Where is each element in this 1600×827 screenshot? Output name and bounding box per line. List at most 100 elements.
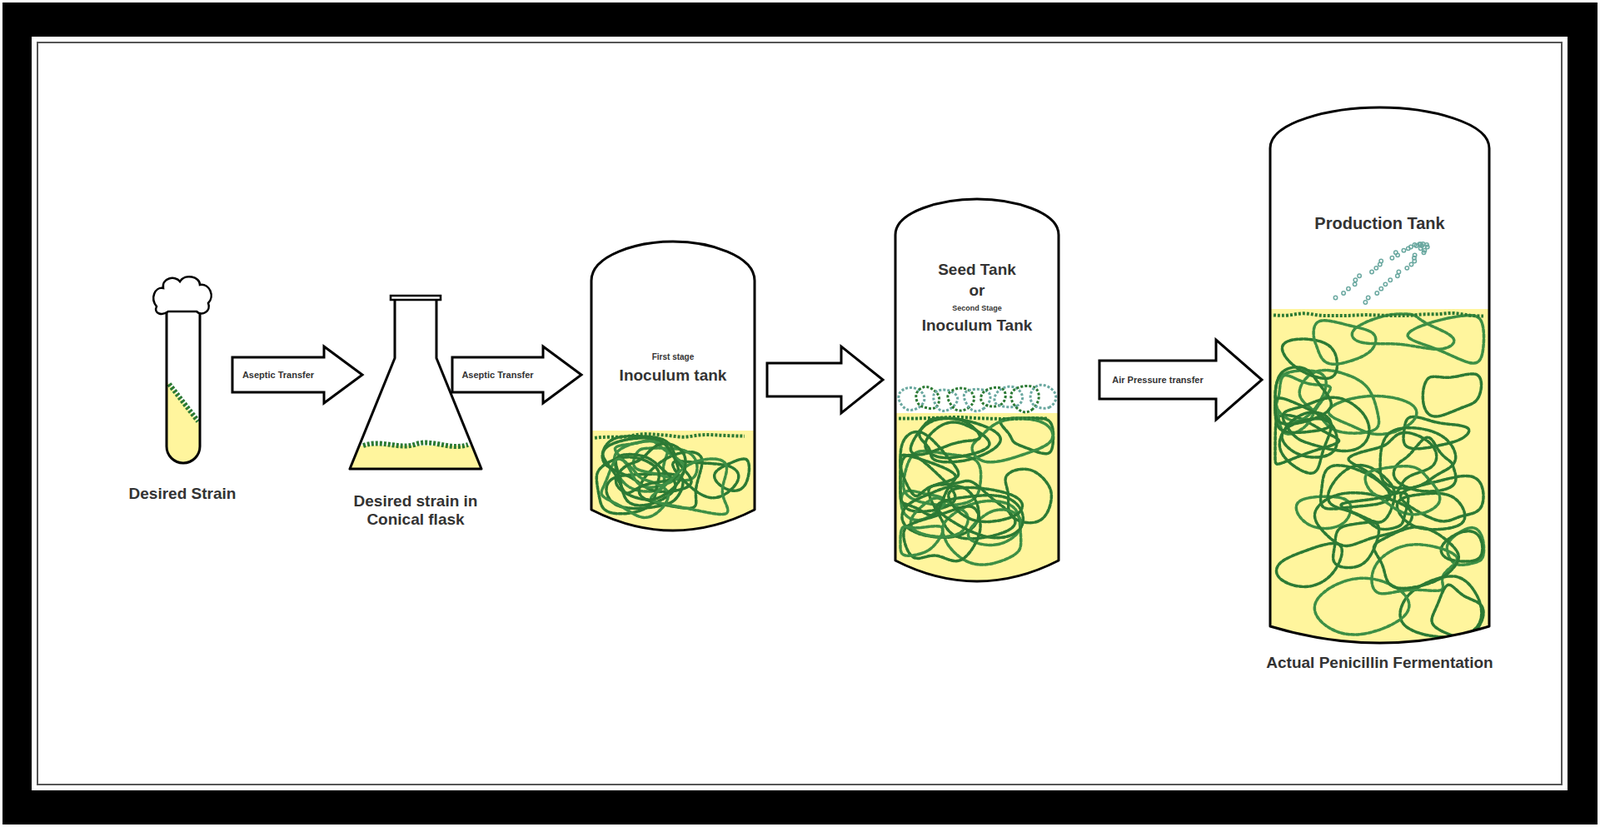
- strain-tube: Desired Strain: [149, 273, 215, 467]
- air-bubble: [1422, 248, 1426, 252]
- mycelium: [910, 418, 980, 455]
- foam: [963, 388, 991, 411]
- air-bubble: [1374, 266, 1378, 270]
- culture-broth: [895, 413, 1059, 603]
- surface-growth: [898, 417, 1049, 419]
- air-bubble: [1333, 295, 1337, 300]
- air-bubble: [1341, 291, 1346, 295]
- culture-broth: [591, 430, 755, 552]
- block-arrow: [1099, 339, 1262, 420]
- fungal-growth: [169, 383, 199, 422]
- mycelium: [1281, 418, 1337, 458]
- mycelium: [925, 422, 990, 459]
- air-bubble: [1353, 278, 1357, 282]
- mycelium: [1276, 543, 1342, 587]
- culture-broth: [1270, 309, 1490, 660]
- caption-label: Desired Strain: [129, 484, 237, 504]
- mycelium: [1380, 428, 1456, 489]
- mycelium: [948, 487, 1023, 522]
- air-bubble: [1383, 282, 1387, 286]
- air-bubble: [1352, 282, 1356, 286]
- air-bubble: [1425, 243, 1429, 247]
- tank-label: Inoculum Tank: [922, 316, 1033, 335]
- mycelium: [1365, 466, 1441, 515]
- mycelium: [714, 458, 750, 491]
- culture-medium: [349, 445, 482, 469]
- foam: [1030, 384, 1057, 409]
- mycelium: [1440, 531, 1483, 562]
- production-tank: Production TankActual Penicillin Ferment…: [1270, 107, 1490, 643]
- air-bubble: [1406, 246, 1411, 250]
- tank-label: Seed Tank: [937, 260, 1017, 280]
- air-bubble: [1414, 244, 1418, 248]
- air-bubble: [1390, 256, 1394, 260]
- air-bubble: [1409, 262, 1413, 266]
- air-bubble: [1365, 295, 1370, 300]
- foam: [994, 386, 1023, 408]
- foam: [947, 388, 975, 411]
- air-bubble: [1395, 274, 1400, 278]
- tank-label: Production Tank: [1314, 214, 1445, 234]
- air-bubble: [1388, 278, 1392, 282]
- node-outline: [1270, 107, 1490, 643]
- mycelium: [971, 418, 1053, 463]
- tank-label: First stage: [652, 352, 695, 363]
- air-bubble: [1418, 242, 1422, 246]
- frame-ground: [31, 36, 1568, 791]
- node-outline: [895, 199, 1059, 582]
- surface-growth: [1273, 313, 1484, 317]
- air-bubble: [1401, 248, 1406, 252]
- conical-flask: Desired strain in Conical flask: [349, 295, 482, 471]
- foam: [1011, 385, 1040, 413]
- node-outline: [149, 273, 215, 467]
- flask-rim: [390, 295, 441, 300]
- mycelium: [615, 443, 686, 500]
- inoculum-tank: First stageInoculum tank: [591, 241, 755, 531]
- air-bubble: [1363, 300, 1367, 305]
- air-bubble: [1395, 253, 1400, 257]
- cotton-plug: [153, 276, 211, 315]
- fungal-mat: [363, 442, 469, 447]
- mycelium: [1373, 527, 1459, 589]
- surface-growth: [594, 433, 745, 439]
- air-bubble: [1405, 266, 1409, 270]
- block-arrow: [452, 346, 582, 404]
- mycelium: [1327, 465, 1395, 524]
- mycelium: [1281, 338, 1337, 379]
- air-bubble: [1412, 253, 1416, 257]
- air-bubble: [1357, 274, 1361, 278]
- air-bubble: [1378, 262, 1382, 266]
- fermenter-tank: [591, 241, 755, 531]
- air-bubble: [1379, 286, 1383, 290]
- seed-tank: Seed TankorSecond StageInoculum Tank: [895, 199, 1059, 582]
- foam: [981, 387, 1007, 407]
- tank-label: Second Stage: [952, 304, 1002, 313]
- arrow-label: Aseptic Transfer: [240, 369, 316, 380]
- fermenter-tank: [1270, 107, 1490, 643]
- mycelium: [900, 454, 956, 515]
- mycelium: [651, 458, 728, 515]
- node-outline: [349, 295, 482, 471]
- caption-label: Desired strain in Conical flask: [340, 492, 491, 529]
- fermenter-tank: [895, 199, 1059, 582]
- mycelium: [1407, 315, 1484, 364]
- culture-medium: [167, 382, 200, 463]
- air-bubble: [1346, 286, 1351, 290]
- conical-flask: [349, 299, 482, 469]
- tank-label: Inoculum tank: [619, 366, 728, 385]
- block-arrow: [232, 346, 363, 404]
- mycelium: [900, 526, 943, 557]
- node-outline: [591, 241, 755, 531]
- block-arrow: [767, 346, 883, 414]
- caption-label: Actual Penicillin Fermentation: [1266, 653, 1493, 673]
- air-bubble: [1370, 269, 1374, 274]
- arrow-label: Aseptic Transfer: [459, 369, 535, 380]
- mycelium: [1340, 493, 1409, 530]
- mycelium: [1275, 398, 1331, 433]
- air-bubble: [1396, 269, 1401, 274]
- foam: [916, 387, 940, 409]
- tank-label: or: [969, 281, 986, 300]
- test-tube: [166, 309, 200, 464]
- air-bubble: [1375, 291, 1379, 295]
